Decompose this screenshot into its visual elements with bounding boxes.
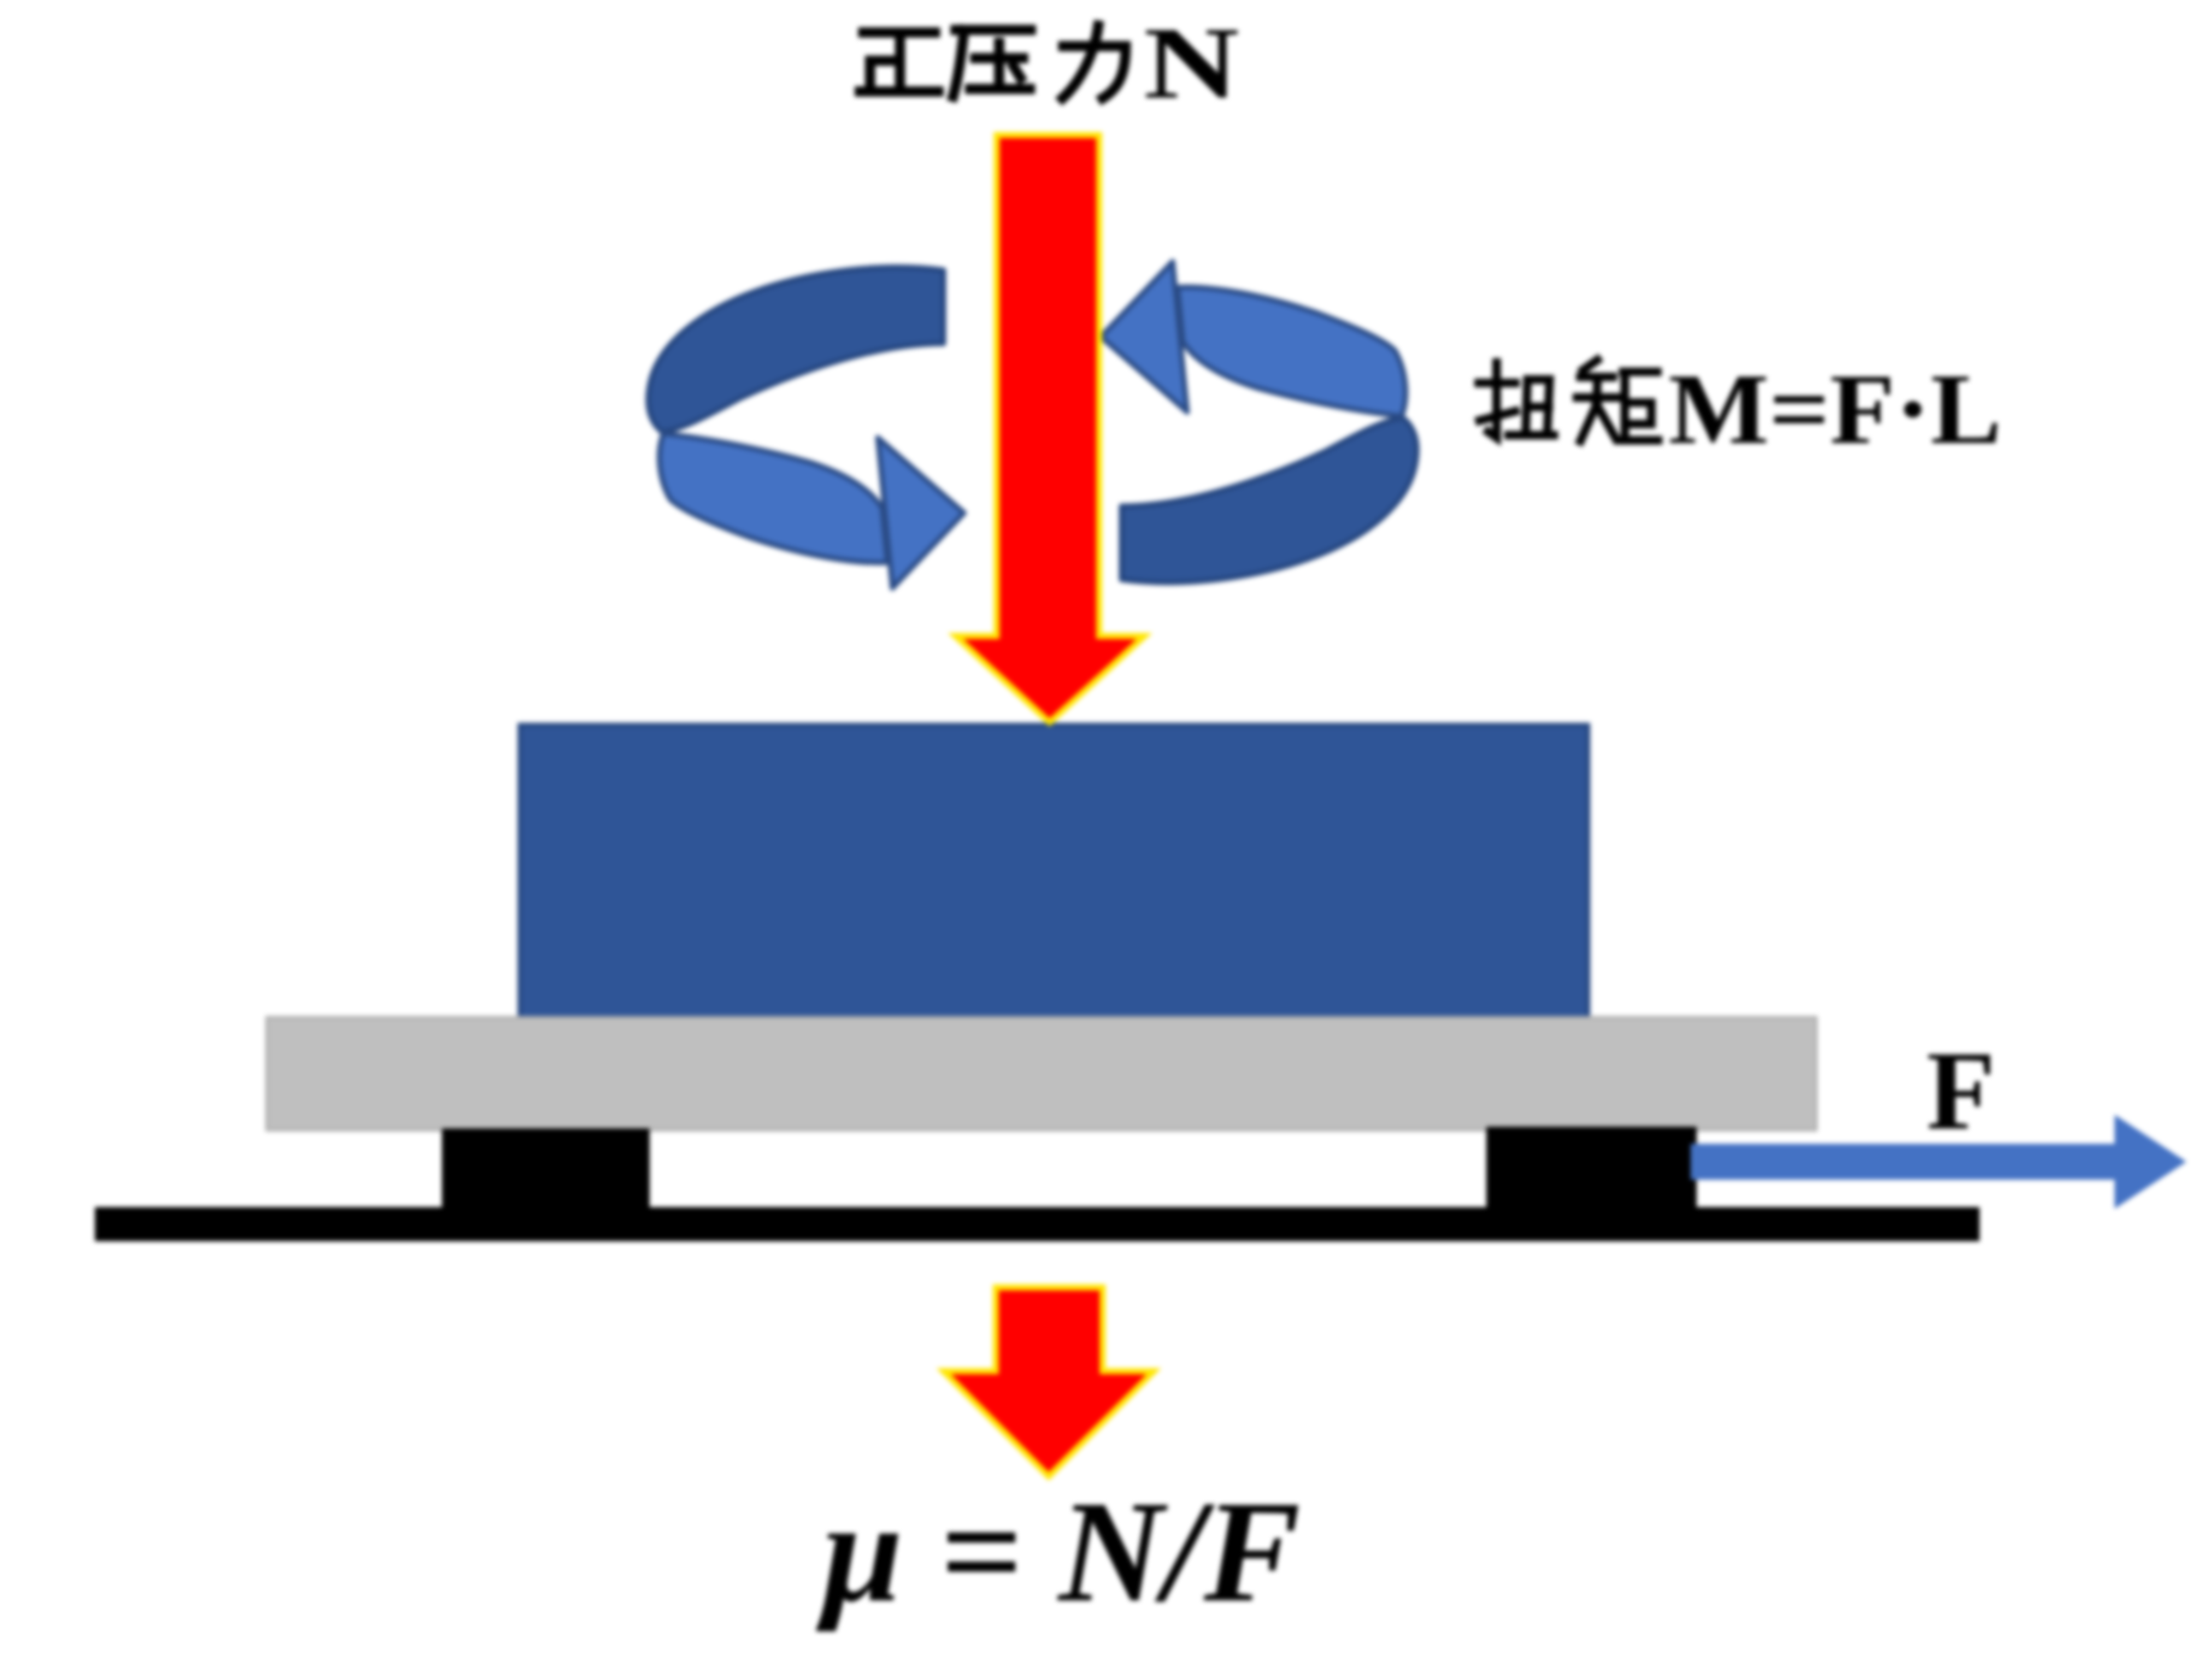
- svg-text:μ = N/F: μ = N/F: [815, 1471, 1301, 1632]
- svg-text:F: F: [1927, 1028, 1996, 1153]
- svg-text:M=F·L: M=F·L: [1668, 353, 2002, 465]
- svg-text:N: N: [1144, 6, 1239, 120]
